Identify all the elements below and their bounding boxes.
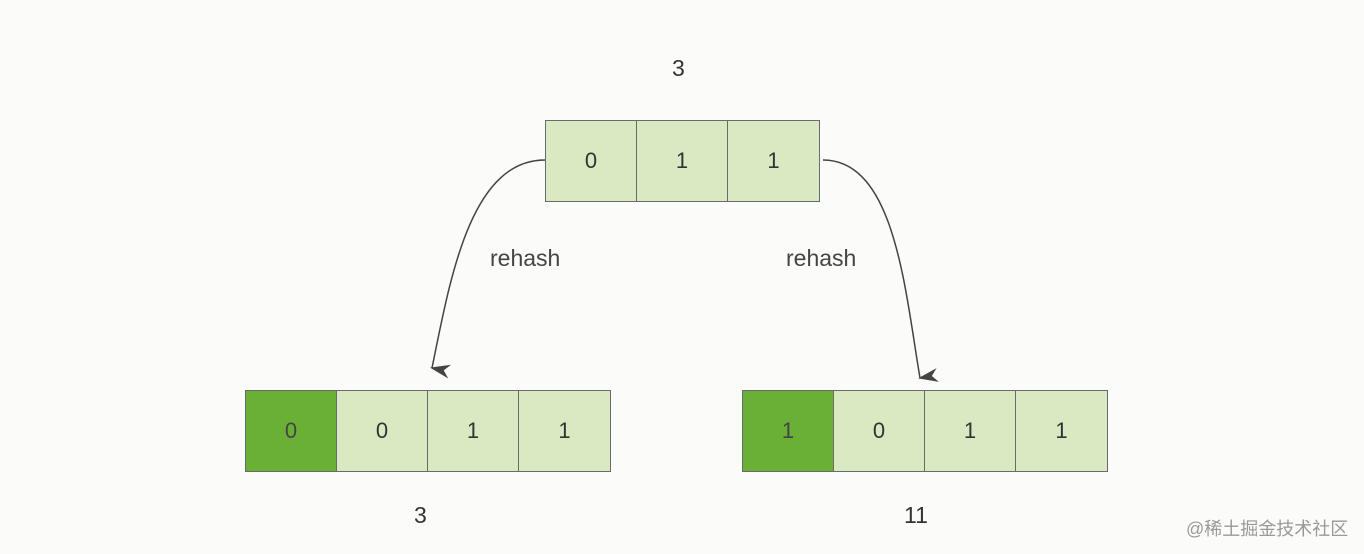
- left-cell-0: 0: [246, 391, 337, 471]
- top-array-label: 3: [672, 55, 685, 81]
- right-array-label: 11: [904, 502, 928, 528]
- left-array: 0 0 1 1: [245, 390, 611, 472]
- top-cell-1: 1: [637, 121, 728, 201]
- left-rehash-label: rehash: [490, 245, 561, 271]
- right-array: 1 0 1 1: [742, 390, 1108, 472]
- left-array-label: 3: [414, 502, 427, 528]
- right-cell-0: 1: [743, 391, 834, 471]
- top-cell-2: 1: [728, 121, 819, 201]
- left-cell-1: 0: [337, 391, 428, 471]
- left-cell-3: 1: [519, 391, 610, 471]
- right-cell-3: 1: [1016, 391, 1107, 471]
- top-cell-0: 0: [546, 121, 637, 201]
- right-rehash-label: rehash: [786, 245, 857, 271]
- left-rehash-arrow: [430, 159, 546, 379]
- right-cell-2: 1: [925, 391, 1016, 471]
- watermark: @稀土掘金技术社区: [1186, 519, 1349, 539]
- top-array: 0 1 1: [545, 120, 820, 202]
- left-cell-2: 1: [428, 391, 519, 471]
- right-rehash-arrow: [822, 159, 939, 382]
- right-cell-1: 0: [834, 391, 925, 471]
